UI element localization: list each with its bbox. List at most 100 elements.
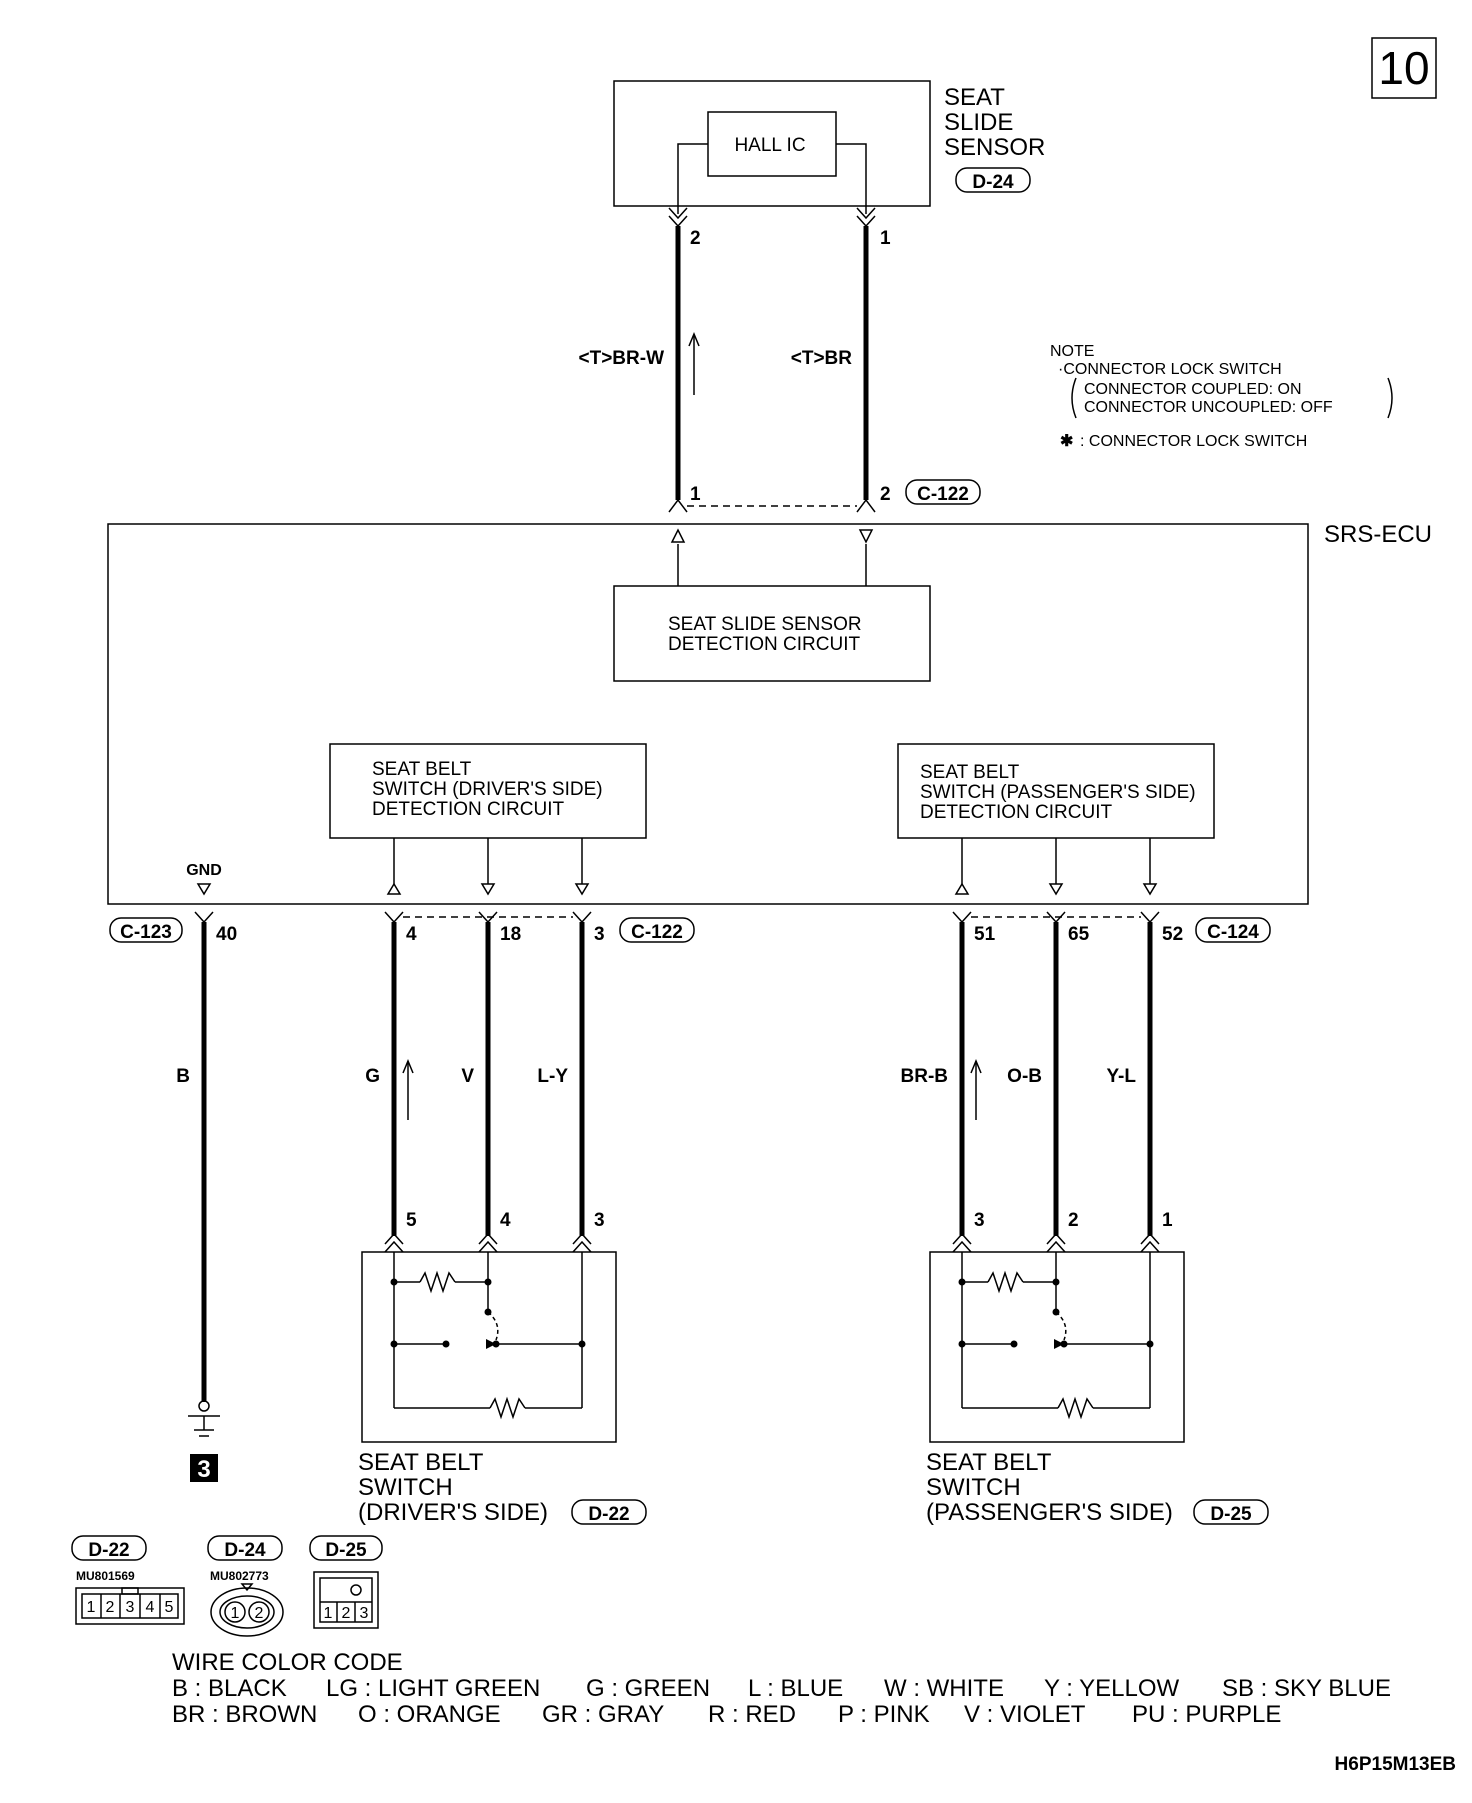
current-arrow-head — [970, 1059, 982, 1074]
passenger-seat-belt-switch-box — [929, 1251, 1185, 1443]
legend-d24-badge — [207, 1535, 283, 1561]
switch-contact — [1054, 1339, 1064, 1349]
sensor-pin-mark — [856, 207, 876, 220]
wire-label-br-b: BR-B — [901, 1066, 949, 1087]
note-bracket-left — [1071, 377, 1077, 419]
note-star: ✱ — [1060, 433, 1073, 450]
ground-ref: 3 — [197, 1456, 210, 1483]
legend-d24-pin-cell — [224, 1601, 246, 1623]
passenger-ecu-pin-2: 65 — [1068, 924, 1090, 945]
legend-d22-part: MU801569 — [76, 1569, 135, 1583]
driver-switch-line-1: SEAT BELT — [358, 1449, 484, 1476]
note-line-3: CONNECTOR UNCOUPLED: OFF — [1084, 399, 1333, 416]
hall-ic-label: HALL IC — [734, 135, 805, 156]
wire-color-o: O : ORANGE — [358, 1701, 501, 1728]
legend-d22-id: D-22 — [88, 1540, 129, 1561]
sensor-title-line-3: SENSOR — [944, 134, 1045, 161]
figure-id: H6P15M13EB — [1335, 1754, 1456, 1775]
wire-color-b: B : BLACK — [172, 1675, 287, 1702]
terminal-down-triangle — [574, 883, 590, 896]
ecu-top-pin-left: 1 — [690, 484, 701, 505]
sensor-connector: D-24 — [972, 172, 1014, 193]
junction-dot — [958, 1278, 966, 1286]
passenger-switch-pin-2: 2 — [1068, 1210, 1079, 1231]
passenger-ecu-pin-3: 52 — [1162, 924, 1183, 945]
junction-dot — [1052, 1308, 1060, 1316]
sensor-pin-right: 1 — [880, 228, 891, 249]
pin-mark — [194, 911, 214, 924]
driver-circuit-line-2: SWITCH (DRIVER'S SIDE) — [372, 779, 603, 800]
passenger-switch-pin-3: 1 — [1162, 1210, 1173, 1231]
legend-d25-id: D-25 — [325, 1540, 367, 1561]
wire-label-y-l: Y-L — [1106, 1066, 1136, 1087]
ecu-pin-mark — [668, 498, 688, 513]
passenger-switch-line-1: SEAT BELT — [926, 1449, 1052, 1476]
passenger-switch-connector: D-25 — [1210, 1504, 1252, 1525]
ecu-top-pin-right: 2 — [880, 484, 891, 505]
terminal-up-triangle — [670, 528, 686, 543]
current-arrow-head — [402, 1059, 414, 1074]
wire-color-g: G : GREEN — [586, 1675, 710, 1702]
pin-mark — [384, 911, 404, 924]
srs-ecu-box — [107, 523, 1309, 905]
passenger-circuit-line-1: SEAT BELT — [920, 762, 1020, 783]
driver-ecu-pin-2: 18 — [500, 924, 521, 945]
pin-mark — [952, 911, 972, 924]
wire-color-gr: GR : GRAY — [542, 1701, 664, 1728]
wire-color-y: Y : YELLOW — [1044, 1675, 1180, 1702]
legend-d22-pin: 3 — [126, 1599, 135, 1616]
driver-switch-pin-1: 5 — [406, 1210, 417, 1231]
legend-d25-pin: 2 — [342, 1605, 351, 1622]
driver-switch-connector: D-22 — [588, 1504, 629, 1525]
passenger-switch-line-3: (PASSENGER'S SIDE) — [926, 1499, 1173, 1526]
legend-d24-body — [210, 1587, 284, 1637]
driver-switch-line-3: (DRIVER'S SIDE) — [358, 1499, 548, 1526]
legend-d22-pins: 1 2 3 4 5 — [87, 1599, 174, 1616]
passenger-switch-line-2: SWITCH — [926, 1474, 1021, 1501]
terminal-up-triangle — [954, 882, 970, 895]
driver-switch-pin-2: 4 — [500, 1210, 511, 1231]
pin-mark — [572, 911, 592, 924]
wire-label-br: <T>BR — [791, 348, 853, 369]
legend-d25-face — [319, 1577, 373, 1623]
junction-dot — [484, 1278, 492, 1286]
legend-d24-pin-cell — [248, 1601, 270, 1623]
passenger-ecu-connector: C-124 — [1207, 922, 1259, 943]
wire-label-o-b: O-B — [1007, 1066, 1042, 1087]
legend-d25-latch — [350, 1584, 362, 1596]
note-bracket-right — [1387, 377, 1393, 419]
ground-terminal — [198, 1400, 210, 1412]
passenger-circuit-line-3: DETECTION CIRCUIT — [920, 802, 1113, 823]
hall-ic-lead-right — [836, 143, 867, 214]
legend-d25-body — [313, 1571, 379, 1629]
legend-d22-pin: 5 — [165, 1599, 174, 1616]
terminal-down-triangle — [480, 883, 496, 896]
slide-detection-circuit-box — [613, 585, 931, 682]
junction-dot — [492, 1340, 500, 1348]
hall-ic-lead-left — [677, 143, 708, 214]
junction-dot — [390, 1278, 398, 1286]
junction-dot — [1010, 1340, 1018, 1348]
wire-color-r: R : RED — [708, 1701, 796, 1728]
junction-dot — [390, 1340, 398, 1348]
passenger-ecu-connector-badge — [1195, 917, 1271, 943]
legend-d22-badge — [71, 1535, 147, 1561]
switch-pin-marks — [384, 1232, 1160, 1253]
wire-color-p: P : PINK — [838, 1701, 930, 1728]
ecu-pin-mark — [856, 498, 876, 513]
seat-slide-sensor-box — [613, 80, 931, 207]
wire-color-br: BR : BROWN — [172, 1701, 317, 1728]
driver-ecu-connector-badge — [619, 917, 695, 943]
wire-label-g: G — [365, 1066, 380, 1087]
note-line-4: : CONNECTOR LOCK SWITCH — [1080, 433, 1307, 450]
legend-d24-pin: 2 — [255, 1605, 264, 1622]
junction-dot — [1052, 1278, 1060, 1286]
wire-label-br-w: <T>BR-W — [579, 348, 665, 369]
terminal-down-triangle — [1048, 883, 1064, 896]
note-title: NOTE — [1050, 343, 1094, 360]
passenger-ecu-pin-1: 51 — [974, 924, 996, 945]
wire-color-w: W : WHITE — [884, 1675, 1004, 1702]
sensor-connector-badge — [955, 167, 1031, 193]
legend-d24-id: D-24 — [224, 1540, 266, 1561]
legend-d22-dividers — [100, 1594, 161, 1618]
